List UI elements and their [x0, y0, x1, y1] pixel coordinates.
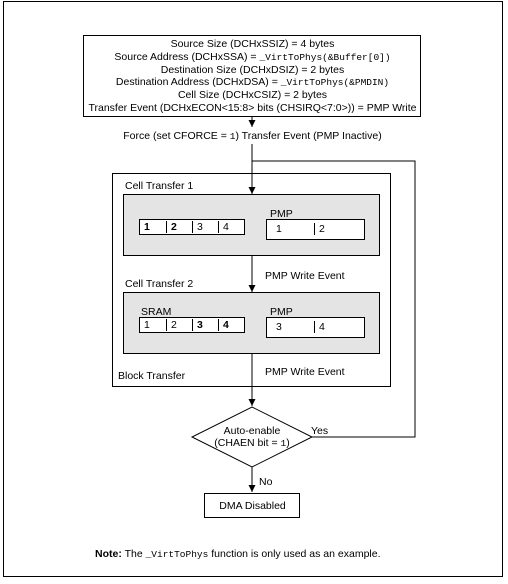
cell1-source-byte-4: 4 [218, 221, 244, 233]
cell2-sram-label: SRAM [141, 306, 172, 318]
block-transfer-label: Block Transfer [118, 370, 186, 382]
config-source-size: Source Size (DCHxSSIZ) = 4 bytes [170, 38, 335, 50]
decision-no-label: No [259, 476, 273, 488]
cell2-pmp-byte-3: 3 [276, 321, 282, 333]
pmp-write-event-2: PMP Write Event [265, 366, 345, 378]
figure-note: Note: The _VirtToPhys function is only u… [95, 548, 381, 561]
note-code: _VirtToPhys [145, 549, 209, 560]
cell2-source-byte-4: 4 [218, 319, 244, 331]
dma-disabled-label: DMA Disabled [219, 500, 286, 512]
cell1-pmp-strip [266, 219, 365, 240]
cell1-source-byte-3: 3 [192, 221, 218, 233]
config-cell-size: Cell Size (DCHxCSIZ) = 2 bytes [177, 89, 328, 101]
config-source-address: Source Address (DCHxSSA) = _VirtToPhys(&… [84, 51, 421, 64]
config-destination-address-label: Destination Address (DCHxDSA) = [115, 76, 281, 88]
note-text-post: function is only used as an example. [208, 548, 381, 560]
config-transfer-event: Transfer Event (DCHxECON<15:8> bits (CHS… [88, 102, 417, 114]
cell1-pmp-byte-2: 2 [314, 223, 364, 235]
config-source-address-code: _VirtToPhys(&Buffer[0]) [259, 52, 391, 63]
note-text-pre: The [121, 548, 146, 560]
loop-back-line [252, 160, 416, 438]
cell1-source-byte-2: 2 [166, 221, 192, 233]
dma-disabled-box [204, 493, 300, 518]
config-destination-address: Destination Address (DCHxDSA) = _VirtToP… [84, 76, 421, 89]
cell1-pmp-byte-1: 1 [276, 223, 282, 235]
config-source-address-label: Source Address (DCHxSSA) = [114, 51, 260, 63]
cell2-source-byte-2: 2 [166, 319, 192, 331]
cell2-pmp-strip [266, 317, 365, 338]
config-destination-size: Destination Size (DCHxDSIZ) = 2 bytes [160, 64, 345, 76]
decision-chaen-prefix: (CHAEN bit = [214, 437, 281, 449]
cell-transfer-1-label: Cell Transfer 1 [125, 180, 194, 192]
cell1-source-byte-1: 1 [144, 221, 150, 233]
force-label-code: 1 [229, 131, 236, 142]
figure-frame [3, 1, 503, 577]
force-label-prefix: Force (set CFORCE = [123, 130, 230, 142]
force-transfer-label: Force (set CFORCE = 1) Transfer Event (P… [84, 130, 421, 143]
config-box [83, 35, 421, 117]
decision-chaen-bit: (CHAEN bit = 1) [192, 437, 312, 450]
cell1-pmp-label: PMP [270, 208, 293, 220]
decision-chaen-suffix: ) [286, 437, 290, 449]
cell-transfer-2-label: Cell Transfer 2 [125, 278, 194, 290]
config-destination-address-code: _VirtToPhys(&PMDIN) [280, 77, 390, 88]
cell2-pmp-label: PMP [270, 306, 293, 318]
decision-yes-label: Yes [311, 425, 329, 437]
cell2-source-byte-1: 1 [144, 319, 150, 331]
decision-chaen-code: 1 [280, 438, 287, 449]
note-label: Note: [95, 548, 122, 560]
cell2-source-byte-3: 3 [192, 319, 218, 331]
cell2-pmp-byte-4: 4 [314, 321, 364, 333]
decision-auto-enable: Auto-enable [223, 425, 281, 437]
force-label-suffix: ) Transfer Event (PMP Inactive) [235, 130, 382, 142]
pmp-write-event-1: PMP Write Event [265, 270, 345, 282]
